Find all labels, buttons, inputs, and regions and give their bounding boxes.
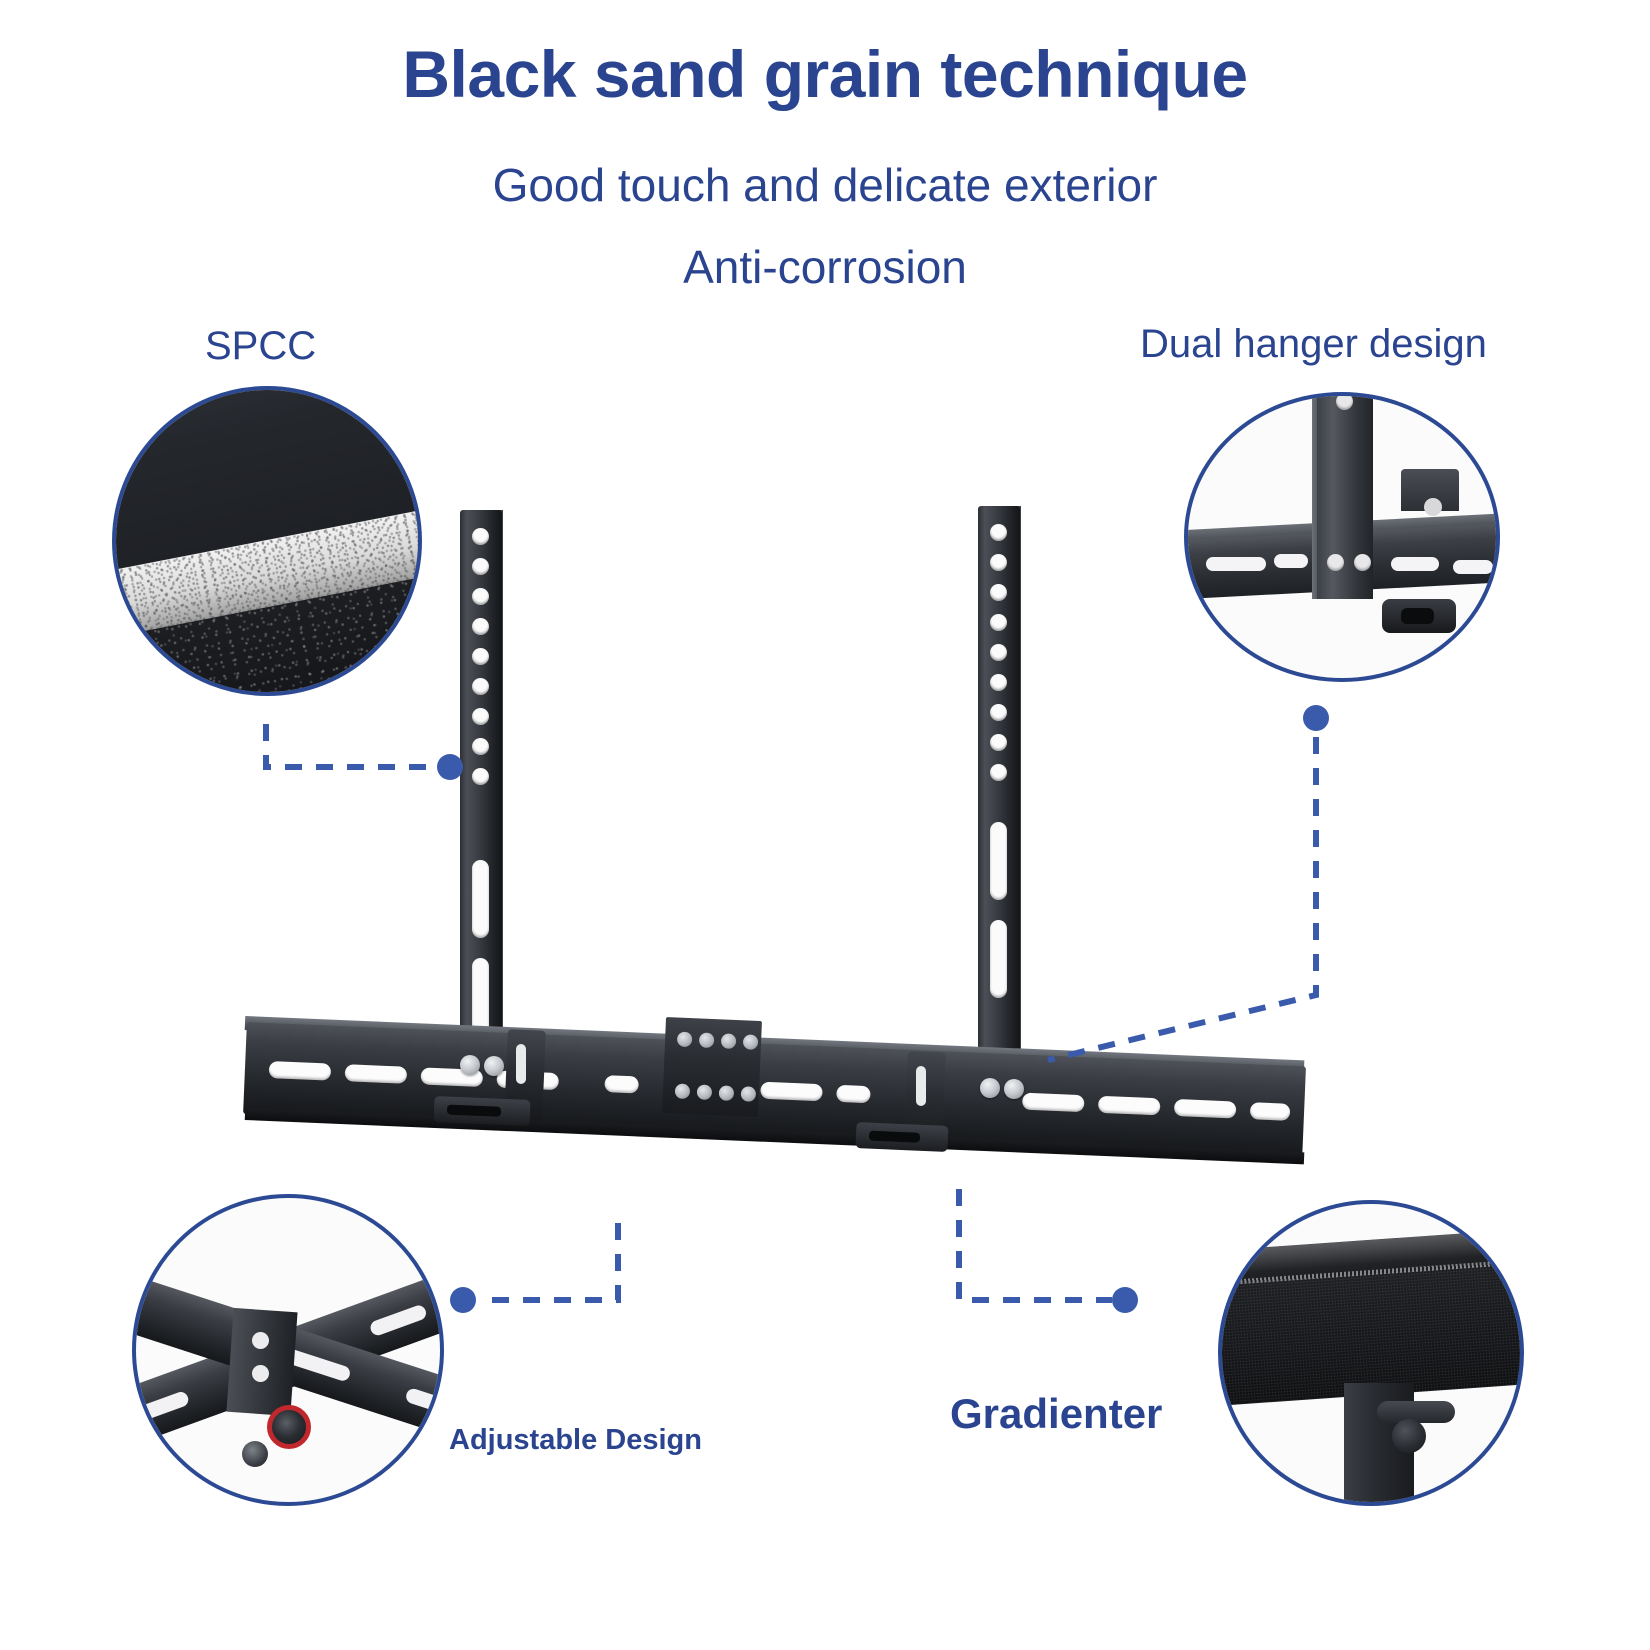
gradienter-photo-inner	[1222, 1204, 1520, 1502]
connector-dual-hanger	[1047, 737, 1319, 1063]
left-arm-hole	[472, 588, 489, 605]
right-arm-hole	[990, 614, 1007, 631]
adjustable-screw	[242, 1441, 269, 1468]
connector-dot-adjustable	[450, 1287, 476, 1313]
right-arm-slot	[990, 822, 1007, 900]
left-arm-hole	[472, 738, 489, 755]
adjustable-bracket-hole	[251, 1331, 269, 1349]
hanger-rail-slot	[1206, 556, 1267, 571]
adjustable-red-bolt	[266, 1404, 311, 1449]
connector-gradienter	[956, 1189, 1112, 1303]
gradienter-knob	[1391, 1418, 1426, 1453]
left-foot-slot	[516, 1044, 526, 1084]
callout-label-spcc: SPCC	[205, 324, 317, 368]
rail-hex-bolt	[460, 1055, 480, 1075]
connector-spcc	[263, 724, 442, 770]
right-arm-hole	[990, 734, 1007, 751]
adjustable-photo-inner	[136, 1198, 440, 1502]
left-arm-hole	[472, 528, 489, 545]
hanger-rail-slot	[1274, 553, 1309, 568]
rail-hex-bolt	[1004, 1079, 1024, 1099]
subtitle-anti-corrosion: Anti-corrosion	[683, 241, 967, 293]
connector-dot-spcc	[437, 754, 463, 780]
hanger-photo-inner	[1188, 396, 1496, 678]
detail-photo-spcc	[112, 386, 422, 696]
page-title: Black sand grain technique	[402, 37, 1248, 111]
right-arm-hole	[990, 524, 1007, 541]
left-arm-hole	[472, 618, 489, 635]
rail-hex-bolt	[980, 1078, 1000, 1098]
callout-label-adjustable-design: Adjustable Design	[449, 1424, 702, 1456]
connector-dot-gradienter	[1112, 1287, 1138, 1313]
hanger-post-hole	[1354, 553, 1372, 571]
right-arm-slot	[990, 920, 1007, 998]
left-arm-hole	[472, 768, 489, 785]
left-arm-hole	[472, 708, 489, 725]
left-arm-slot	[472, 860, 489, 938]
left-arm-hole	[472, 558, 489, 575]
rail-hex-bolt	[484, 1056, 504, 1076]
right-arm-hole	[990, 704, 1007, 721]
detail-photo-adjustable	[132, 1194, 444, 1506]
hanger-rail-slot	[1391, 556, 1440, 571]
gradienter-knob-arm	[1376, 1400, 1455, 1423]
right-arm-hole	[990, 674, 1007, 691]
callout-label-dual-hanger: Dual hanger design	[1140, 322, 1487, 366]
hanger-tab-hole	[1424, 497, 1443, 516]
hanger-rail-slot	[1452, 559, 1493, 574]
hanger-post-hole	[1326, 553, 1344, 571]
connector-adjustable	[492, 1216, 621, 1303]
hanger-post-edge	[1312, 396, 1323, 600]
callout-label-gradienter: Gradienter	[950, 1390, 1163, 1437]
right-arm-hole	[990, 644, 1007, 661]
right-foot-slot	[916, 1066, 926, 1106]
right-arm-hole	[990, 584, 1007, 601]
right-arm-hole	[990, 554, 1007, 571]
left-arm-hole	[472, 648, 489, 665]
hanger-clamp	[1381, 598, 1456, 633]
detail-photo-dual-hanger	[1184, 392, 1500, 682]
detail-photo-gradienter	[1218, 1200, 1524, 1506]
left-arm-slot	[472, 958, 489, 1036]
right-arm-hole	[990, 764, 1007, 781]
connector-dot-dual-hanger	[1303, 705, 1329, 731]
hanger-post-hole	[1335, 396, 1353, 411]
adjustable-bracket-hole	[251, 1365, 269, 1383]
subtitle-good-touch: Good touch and delicate exterior	[492, 159, 1158, 211]
left-arm-hole	[472, 678, 489, 695]
